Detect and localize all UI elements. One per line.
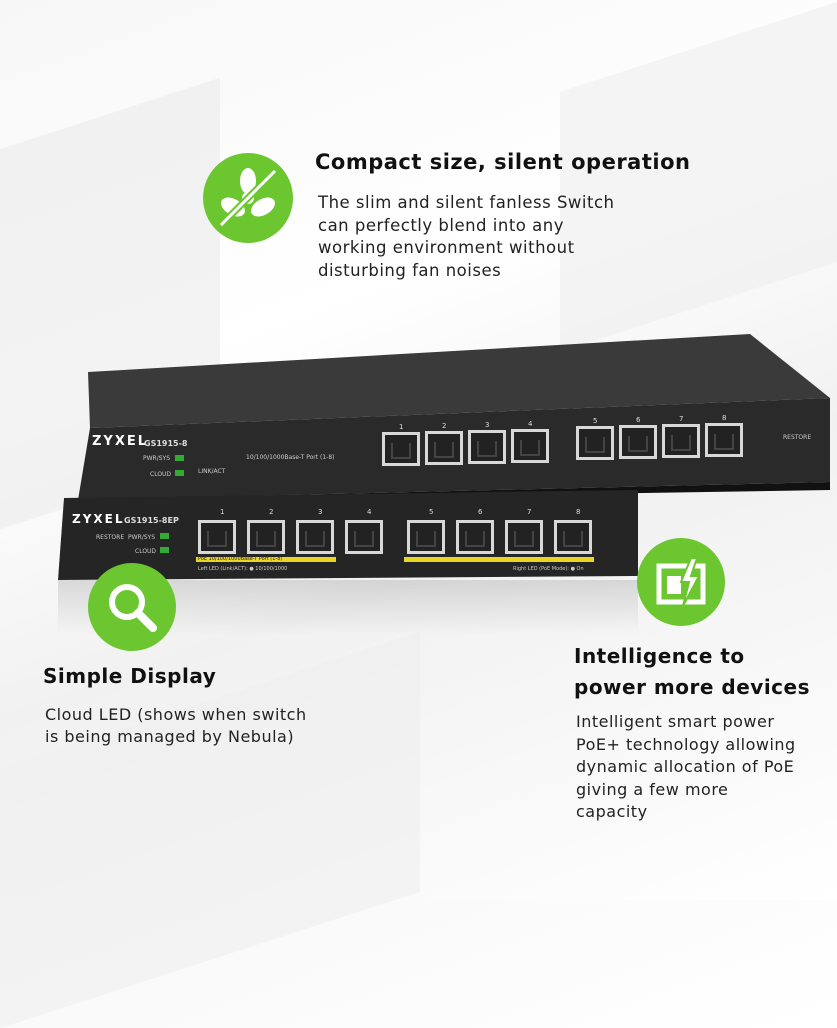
port-number: 1 [399,423,404,431]
port-number: 5 [429,508,434,516]
feature-title-intelligence: Intelligence to power more devices [574,641,810,703]
port-number: 3 [318,508,323,516]
switch-gs1915-8ep: ZYXEL GS1915-8EP RESTORE PWR/SYS CLOUD 1… [58,490,638,580]
ethernet-port [425,431,463,465]
text-line: Cloud LED (shows when switch [45,705,307,724]
port-number: 2 [442,422,447,430]
text-line: is being managed by Nebula) [45,727,295,746]
ethernet-port [468,430,506,464]
poe-port [456,520,494,554]
poe-port [345,520,383,554]
ethernet-port [662,424,700,458]
right-led-label: Right LED (PoE Mode): ● On [513,566,584,572]
cloud-led [160,547,169,553]
feature-text-compact: The slim and silent fanless Switch can p… [318,192,615,282]
ethernet-port [576,426,614,460]
poe-bar [196,557,336,562]
title-line: Intelligence to [574,644,745,668]
poe-port [407,520,445,554]
port-number: 5 [593,417,598,425]
model-label: GS1915-8EP [124,516,179,525]
text-line: giving a few more [576,779,729,799]
feature-text-display: Cloud LED (shows when switch is being ma… [45,704,307,748]
power-port-icon [637,538,725,626]
poe-port [505,520,543,554]
port-number: 6 [478,508,483,516]
port-number: 1 [220,508,225,516]
text-line: The slim and silent fanless Switch [318,193,615,212]
port-number: 7 [679,415,684,423]
bg-facet [0,631,420,1028]
text-line: Intelligent smart power [576,712,775,731]
poe-port [247,520,285,554]
left-led-label: Left LED (Link/ACT): ● 10/100/1000 [198,566,288,572]
feature-title-display: Simple Display [43,664,217,688]
port-number: 2 [269,508,274,516]
feature-text-intelligence: Intelligent smart power PoE+ technology … [576,711,837,824]
no-fan-icon [203,153,293,243]
port-number: 3 [485,421,490,429]
ethernet-port [511,429,549,463]
port-number: 8 [576,508,581,516]
model-label: GS1915-8 [144,439,188,448]
text-line: working environment without [318,238,575,257]
brand-logo: ZYXEL [72,512,125,526]
switch-gs1915-8: ZYXEL GS1915-8 PWR/SYS CLOUD LINK/ACT 10… [78,332,830,500]
ethernet-port [705,423,743,457]
feature-title-compact: Compact size, silent operation [315,150,691,174]
text-line: disturbing fan noises [318,260,502,280]
port-number: 6 [636,416,641,424]
text-line: capacity [576,802,648,821]
pwr-label: PWR/SYS [143,455,171,462]
poe-port-label: PoE 10/100/1000Base-T Port (1-8) [198,556,283,562]
bg-facet [560,0,837,352]
pwr-label: PWR/SYS [128,534,156,541]
text-line: PoE+ technology allowing [576,734,796,754]
brand-logo: ZYXEL [92,434,149,449]
text-line: dynamic allocation of PoE [576,757,795,776]
pwr-led [175,455,184,461]
poe-bar [404,557,594,562]
ethernet-port [619,425,657,459]
port-range-label: 10/100/1000Base-T Port (1-8) [246,454,335,461]
poe-port [554,520,592,554]
pwr-led [160,533,169,539]
cloud-label: CLOUD [150,471,172,478]
port-number: 4 [367,508,372,516]
text-line: can perfectly blend into any [318,215,564,235]
port-number: 7 [527,508,532,516]
title-line: power more devices [574,675,810,699]
poe-port [296,520,334,554]
poe-port [198,520,236,554]
cloud-led [175,470,184,476]
ethernet-port [382,432,420,466]
cloud-label: CLOUD [135,548,157,555]
port-number: 8 [722,414,727,422]
link-label: LINK/ACT [198,468,226,475]
magnifier-icon [88,563,176,651]
restore-label: RESTORE [96,534,125,541]
restore-label: RESTORE [783,434,812,441]
port-number: 4 [528,420,533,428]
